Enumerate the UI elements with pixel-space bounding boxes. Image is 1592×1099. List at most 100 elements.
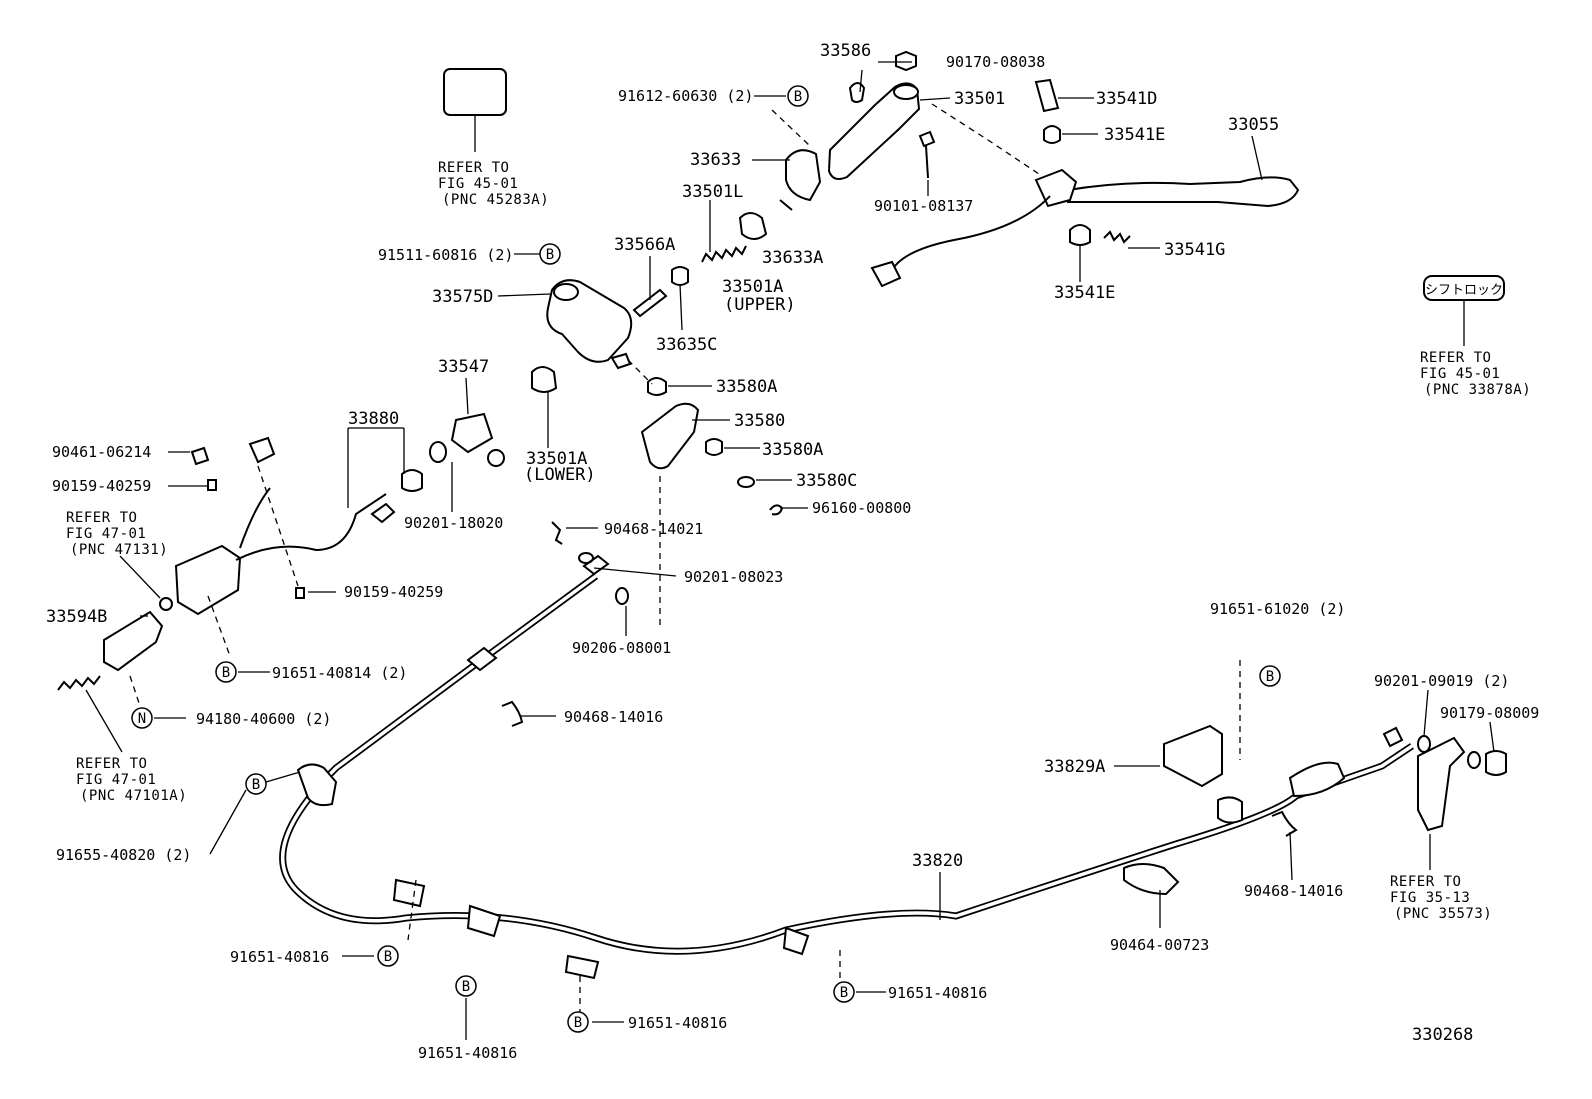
ref-fig45-a-line2: FIG 45-01 (438, 176, 518, 192)
label-33541e-bottom: 33541E (1054, 283, 1115, 303)
label-33594b: 33594B (46, 607, 107, 627)
switch-assembly (57, 436, 423, 707)
label-33541g: 33541G (1164, 240, 1225, 260)
ref-fig45-b-line3: (PNC 33878A) (1424, 382, 1531, 398)
svg-text:N: N (138, 711, 146, 727)
label-33575d: 33575D (432, 287, 493, 307)
label-90179-08009: 90179-08009 (1440, 704, 1539, 722)
ref-fig35-line2: FIG 35-13 (1390, 890, 1470, 906)
label-33566a: 33566A (614, 235, 675, 255)
badge-b-91651-61020: B (1259, 665, 1281, 687)
lever-33501-shape (827, 82, 921, 180)
label-33547: 33547 (438, 357, 489, 377)
shift-lock-box (1423, 275, 1505, 346)
label-33580a-top: 33580A (716, 377, 777, 397)
label-91651-40816-a: 91651-40816 (230, 948, 329, 966)
label-90170-08038: 90170-08038 (946, 53, 1045, 71)
pin-33633a-shape (779, 199, 793, 211)
ref-fig47-b-line2: FIG 47-01 (76, 772, 156, 788)
label-33580c: 33580C (796, 471, 857, 491)
svg-text:B: B (462, 979, 470, 995)
label-33633: 33633 (690, 150, 741, 170)
label-33820: 33820 (912, 851, 963, 871)
badge-n-94180: N (131, 707, 153, 729)
svg-text:B: B (794, 89, 802, 105)
label-33633a: 33633A (762, 248, 823, 268)
ref-box-45283a (443, 68, 507, 152)
ref-fig45-a-line1: REFER TO (438, 160, 509, 176)
label-33586: 33586 (820, 41, 871, 61)
leader-lines (85, 61, 1495, 1040)
clip-33586-shape (848, 82, 866, 103)
bracket-90461-shape (190, 446, 210, 466)
label-90101-08137: 90101-08137 (874, 197, 973, 215)
bushing-33580a-top-shape (647, 377, 667, 396)
label-33501a-upper: 33501A (722, 277, 783, 297)
label-90461-06214: 90461-06214 (52, 443, 151, 461)
label-91612-60630: 91612-60630 (2) (618, 87, 753, 105)
label-33635c: 33635C (656, 335, 717, 355)
ref-fig35-line3: (PNC 35573) (1394, 906, 1492, 922)
svg-text:B: B (252, 777, 260, 793)
svg-text:B: B (1266, 669, 1274, 685)
bushing-33501a-upper-shape (738, 212, 768, 240)
bracket-33829a-shape (1163, 724, 1223, 788)
diagram-number: 330268 (1412, 1025, 1473, 1045)
label-33501a-lower: 33501A (526, 449, 587, 469)
ref-fig47-a-line1: REFER TO (66, 510, 137, 526)
svg-text:B: B (546, 247, 554, 263)
shift-lever-assembly (701, 50, 1300, 288)
label-33055: 33055 (1228, 115, 1279, 135)
badge-b-91651-40816-b: B (455, 975, 477, 997)
badge-b-91655: B (245, 773, 267, 795)
label-96160-00800: 96160-00800 (812, 499, 911, 517)
ring-33580c-shape (737, 476, 755, 488)
svg-text:B: B (840, 985, 848, 1001)
module-33880-shape (174, 544, 242, 616)
bracket-33580-shape (640, 402, 700, 470)
badge-b-91651-40814: B (215, 661, 237, 683)
pin-33566a-shape (632, 288, 668, 318)
badge-b-91511: B (539, 243, 561, 265)
badge-b-91651-40816-a: B (377, 945, 399, 967)
label-90159-40259-mid: 90159-40259 (344, 583, 443, 601)
svg-text:B: B (574, 1015, 582, 1031)
plate-33547-shape (450, 412, 494, 454)
label-90159-40259-top: 90159-40259 (52, 477, 151, 495)
label-33541e-top: 33541E (1104, 125, 1165, 145)
label-91651-40816-c: 91651-40816 (628, 1014, 727, 1032)
label-33541d: 33541D (1096, 89, 1157, 109)
clip-90468-14021-shape (551, 521, 563, 545)
bracket-35573-shape (1417, 736, 1466, 832)
clip-96160-shape (769, 504, 784, 516)
bracket-33633-shape (785, 149, 822, 202)
shift-base-assembly (429, 266, 784, 626)
bushing-33541e-top-shape (1043, 125, 1061, 144)
label-91651-40816-b: 91651-40816 (418, 1044, 517, 1062)
label-33501l: 33501L (682, 182, 743, 202)
knob-33055-shape (1067, 176, 1300, 208)
label-upper: (UPPER) (724, 295, 796, 315)
label-lower: (LOWER) (524, 465, 596, 485)
label-33580a-mid: 33580A (762, 440, 823, 460)
bushing-33501a-lower-shape (531, 366, 558, 393)
label-90201-18020: 90201-18020 (404, 514, 503, 532)
badge-b-91651-40816-c: B (567, 1011, 589, 1033)
label-91511-60816: 91511-60816 (2) (378, 246, 513, 264)
label-90201-09019: 90201-09019 (2) (1374, 672, 1509, 690)
label-90468-14016-left: 90468-14016 (564, 708, 663, 726)
collar-33635c-shape (671, 266, 689, 286)
badge-b-91612: B (787, 85, 809, 107)
spring-47101a-shape (57, 675, 101, 691)
clip-90468-14016-right-shape (1271, 810, 1298, 837)
label-33880: 33880 (348, 409, 399, 429)
sleeve-33541d-shape (1034, 78, 1060, 113)
spring-33501l-shape (701, 245, 747, 263)
nut-90170-shape (895, 50, 917, 72)
ref-fig35-line1: REFER TO (1390, 874, 1461, 890)
clamp-90464-shape (1123, 863, 1180, 896)
label-91651-61020: 91651-61020 (2) (1210, 600, 1345, 618)
label-90468-14021: 90468-14021 (604, 520, 703, 538)
label-94180-40600: 94180-40600 (2) (196, 710, 331, 728)
